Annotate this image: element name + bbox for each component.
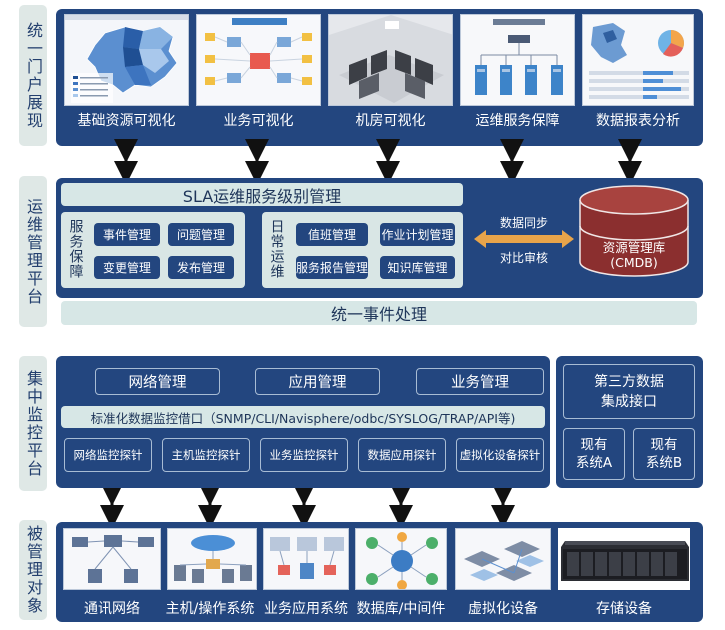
thumb-virtualization bbox=[455, 528, 551, 590]
third-party-line2: 集成接口 bbox=[601, 393, 657, 410]
portal-caption: 数据报表分析 bbox=[596, 113, 680, 129]
daily-ops-label: 日常运维 bbox=[268, 219, 285, 279]
cmdb-line1: 资源管理库 bbox=[602, 240, 666, 255]
thumb-host bbox=[167, 528, 257, 590]
business-probe[interactable]: 业务监控探针 bbox=[260, 438, 348, 472]
managed-caption: 存储设备 bbox=[596, 601, 652, 617]
thumb-network bbox=[63, 528, 161, 590]
thumb-ops bbox=[460, 14, 575, 106]
problem-mgmt-button[interactable]: 问题管理 bbox=[168, 223, 234, 246]
sync-label-bottom: 对比审核 bbox=[499, 251, 548, 265]
thumb-storage bbox=[558, 528, 690, 590]
unified-event-bar: 统一事件处理 bbox=[61, 301, 697, 325]
sync-label-top: 数据同步 bbox=[499, 216, 548, 230]
system-a-line2: 系统A bbox=[575, 455, 613, 471]
portal-caption: 运维服务保障 bbox=[475, 113, 560, 129]
layer-label-ops: 运维管理平台 bbox=[19, 176, 47, 327]
portal-caption: 机房可视化 bbox=[355, 113, 426, 129]
network-probe[interactable]: 网络监控探针 bbox=[64, 438, 152, 472]
third-party-line1: 第三方数据 bbox=[594, 373, 664, 390]
cmdb-cylinder-icon bbox=[579, 185, 689, 277]
layer-label-monitor: 集中监控平台 bbox=[19, 356, 47, 491]
data-app-probe[interactable]: 数据应用探针 bbox=[358, 438, 446, 472]
virtual-probe[interactable]: 虚拟化设备探针 bbox=[456, 438, 544, 472]
system-a-box[interactable]: 现有 系统A bbox=[563, 428, 625, 480]
system-b-box[interactable]: 现有 系统B bbox=[633, 428, 695, 480]
portal-caption: 业务可视化 bbox=[223, 113, 294, 129]
thumb-business-system bbox=[263, 528, 349, 590]
service-report-button[interactable]: 服务报告管理 bbox=[296, 256, 368, 279]
system-b-line2: 系统B bbox=[645, 455, 683, 471]
layer-label-managed: 被管理对象 bbox=[19, 520, 47, 620]
cmdb-label: 资源管理库 (CMDB) bbox=[578, 240, 690, 270]
thumb-database bbox=[355, 528, 447, 590]
change-mgmt-button[interactable]: 变更管理 bbox=[94, 256, 160, 279]
third-party-interface-box[interactable]: 第三方数据 集成接口 bbox=[563, 364, 695, 419]
sla-bar: SLA运维服务级别管理 bbox=[61, 183, 463, 206]
network-mgmt-box[interactable]: 网络管理 bbox=[95, 368, 220, 395]
host-probe[interactable]: 主机监控探针 bbox=[162, 438, 250, 472]
event-mgmt-button[interactable]: 事件管理 bbox=[94, 223, 160, 246]
job-plan-button[interactable]: 作业计划管理 bbox=[380, 223, 455, 246]
service-label: 服务保障 bbox=[67, 219, 84, 279]
managed-caption: 业务应用系统 bbox=[264, 601, 348, 617]
duty-mgmt-button[interactable]: 值班管理 bbox=[296, 223, 368, 246]
cmdb-line2: (CMDB) bbox=[610, 255, 658, 270]
monitor-interface-bar: 标准化数据监控借口（SNMP/CLI/Navisphere/odbc/SYSLO… bbox=[61, 406, 545, 428]
layer-label-portal: 统一门户展现 bbox=[19, 5, 47, 146]
app-mgmt-box[interactable]: 应用管理 bbox=[255, 368, 380, 395]
portal-caption: 基础资源可视化 bbox=[77, 113, 176, 129]
managed-caption: 通讯网络 bbox=[84, 601, 140, 617]
managed-caption: 数据库/中间件 bbox=[356, 601, 446, 617]
thumb-map bbox=[64, 14, 189, 106]
sync-arrow bbox=[474, 230, 574, 248]
business-mgmt-box[interactable]: 业务管理 bbox=[416, 368, 544, 395]
system-b-line1: 现有 bbox=[650, 437, 678, 453]
managed-caption: 虚拟化设备 bbox=[468, 601, 538, 617]
system-a-line1: 现有 bbox=[580, 437, 608, 453]
thumb-business bbox=[196, 14, 321, 106]
release-mgmt-button[interactable]: 发布管理 bbox=[168, 256, 234, 279]
third-party-panel bbox=[556, 356, 703, 488]
managed-caption: 主机/操作系统 bbox=[165, 601, 255, 617]
thumb-report bbox=[582, 14, 694, 106]
thumb-datacenter bbox=[328, 14, 453, 106]
knowledge-base-button[interactable]: 知识库管理 bbox=[380, 256, 455, 279]
